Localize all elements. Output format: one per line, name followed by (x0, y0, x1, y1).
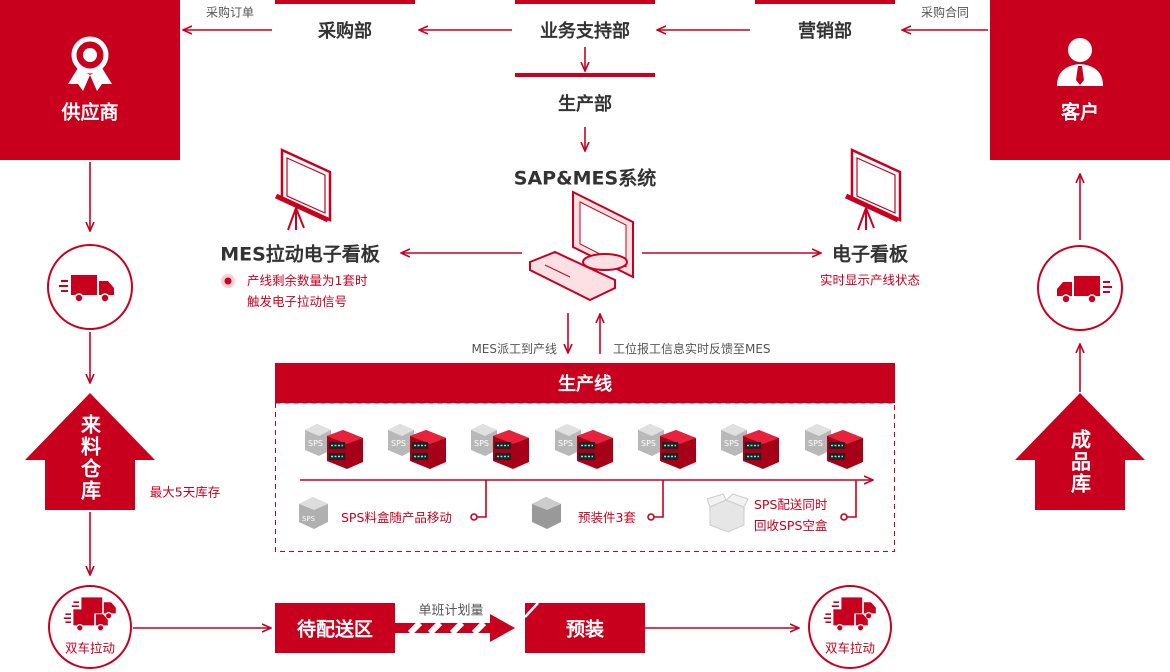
easel-icon (276, 150, 330, 230)
signal-dot-icon (221, 274, 235, 288)
dept-marketing: 营销部 (798, 21, 852, 42)
legend-preassembly: 预装件3套 (578, 510, 636, 525)
empty-box-icon (706, 493, 749, 533)
svg-text:SPS: SPS (302, 515, 316, 523)
note-line: 回收SPS空盒 (754, 518, 828, 533)
e-board-note: 实时显示产线状态 (819, 272, 921, 288)
incoming-warehouse-label: 来料仓库 (77, 414, 102, 502)
staging-area-label: 待配送区 (296, 618, 374, 641)
striped-arrow (395, 614, 515, 642)
user-icon (1057, 38, 1103, 86)
mes-board-note: 产线剩余数量为1套时 触发电子拉动信号 (247, 270, 367, 312)
note-line: 触发电子拉动信号 (247, 294, 348, 309)
dept-purchasing: 采购部 (318, 21, 372, 42)
purchase-order-label: 采购订单 (205, 5, 255, 20)
stock-note: 最大5天库存 (149, 484, 221, 500)
finished-warehouse-label: 成品库 (1067, 429, 1092, 495)
preassembly-label: 预装 (565, 618, 605, 641)
sps-box-icon: SPS (299, 497, 328, 529)
computer-icon (529, 190, 634, 302)
supplier-label: 供应商 (61, 101, 119, 124)
note-line: 产线剩余数量为1套时 (247, 273, 368, 288)
plan-label: 单班计划量 (418, 603, 484, 619)
double-truck-label: 双车拉动 (824, 640, 876, 656)
production-line-title: 生产线 (558, 374, 612, 395)
dept-business-support: 业务支持部 (540, 21, 630, 42)
sps-boxes (304, 423, 864, 470)
mes-board-title: MES拉动电子看板 (220, 243, 380, 266)
preassembly-box-icon (532, 497, 561, 529)
dispatch-down-label: MES派工到产线 (471, 342, 557, 356)
dept-production: 生产部 (558, 94, 612, 115)
award-icon (68, 36, 112, 91)
customer-label: 客户 (1060, 101, 1100, 124)
e-board-title: 电子看板 (831, 243, 909, 266)
easel-icon (846, 150, 900, 230)
legend-sps: SPS料盒随产品移动 (341, 510, 452, 525)
dispatch-up-label: 工位报工信息实时反馈至MES (613, 342, 771, 356)
note-line: SPS配送同时 (754, 497, 828, 512)
purchase-contract-label: 采购合同 (920, 5, 970, 20)
double-truck-label: 双车拉动 (64, 640, 116, 656)
legend-recycle: SPS配送同时 回收SPS空盒 (754, 494, 827, 536)
system-title: SAP&MES系统 (513, 167, 657, 190)
